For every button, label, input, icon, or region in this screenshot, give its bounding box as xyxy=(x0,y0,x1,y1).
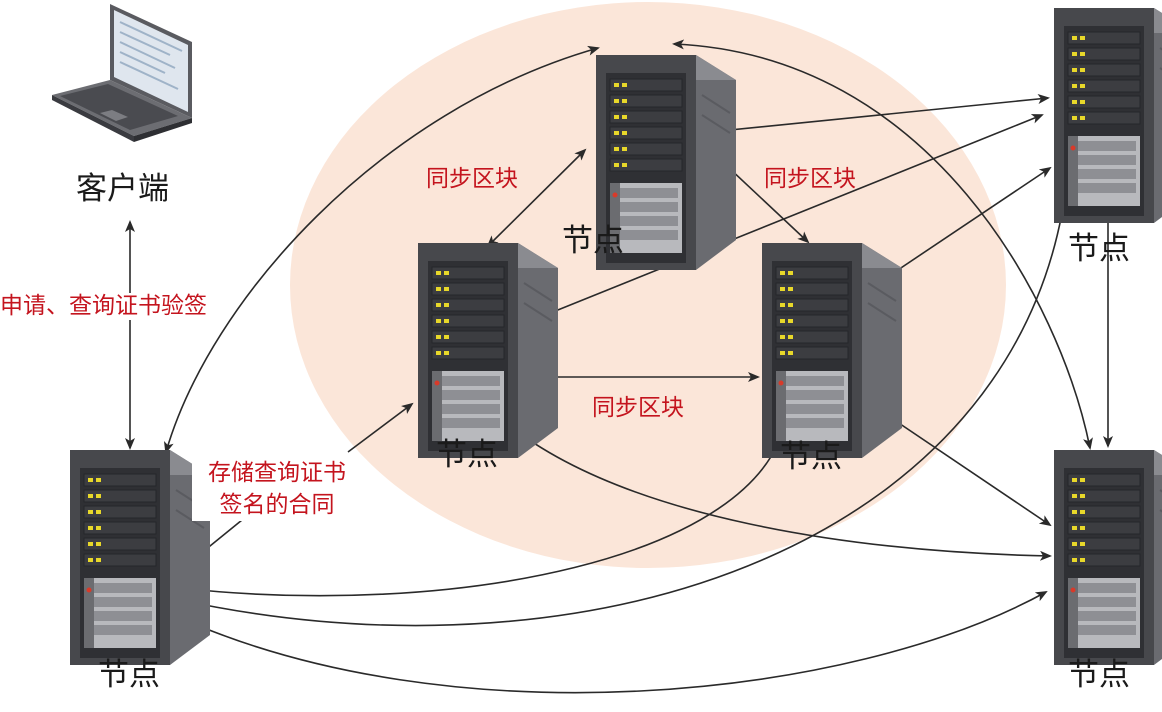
node-label-bottom-right: 节点 xyxy=(1068,657,1130,693)
sync-label-top-right: 同步区块 xyxy=(764,166,856,192)
node-label-top-right: 节点 xyxy=(1068,231,1130,267)
client-request-label: 申请、查询证书验签 xyxy=(0,293,207,320)
node-label-mid-right: 节点 xyxy=(780,439,842,475)
store-contract-label-line2: 签名的合同 xyxy=(219,492,335,519)
node-label-bottom-left: 节点 xyxy=(98,657,160,693)
server-icon xyxy=(417,242,559,459)
store-contract-label-line1: 存储查询证书 xyxy=(208,460,346,486)
node-label-mid-left: 节点 xyxy=(436,437,498,473)
connection-arrows xyxy=(125,39,1113,694)
server-icon xyxy=(761,242,903,459)
server-icon xyxy=(1053,7,1162,224)
laptop-icon xyxy=(52,4,192,142)
sync-label-top-left: 同步区块 xyxy=(426,166,518,192)
server-icon xyxy=(1053,449,1162,666)
arrow-bottom-left-to-bottom-right xyxy=(174,591,1048,694)
store-contract-label: 存储查询证书 签名的合同 xyxy=(192,457,362,522)
client-label: 客户端 xyxy=(76,171,169,207)
node-label-top: 节点 xyxy=(562,223,624,259)
sync-label-middle: 同步区块 xyxy=(592,395,684,421)
server-icon xyxy=(69,449,211,666)
